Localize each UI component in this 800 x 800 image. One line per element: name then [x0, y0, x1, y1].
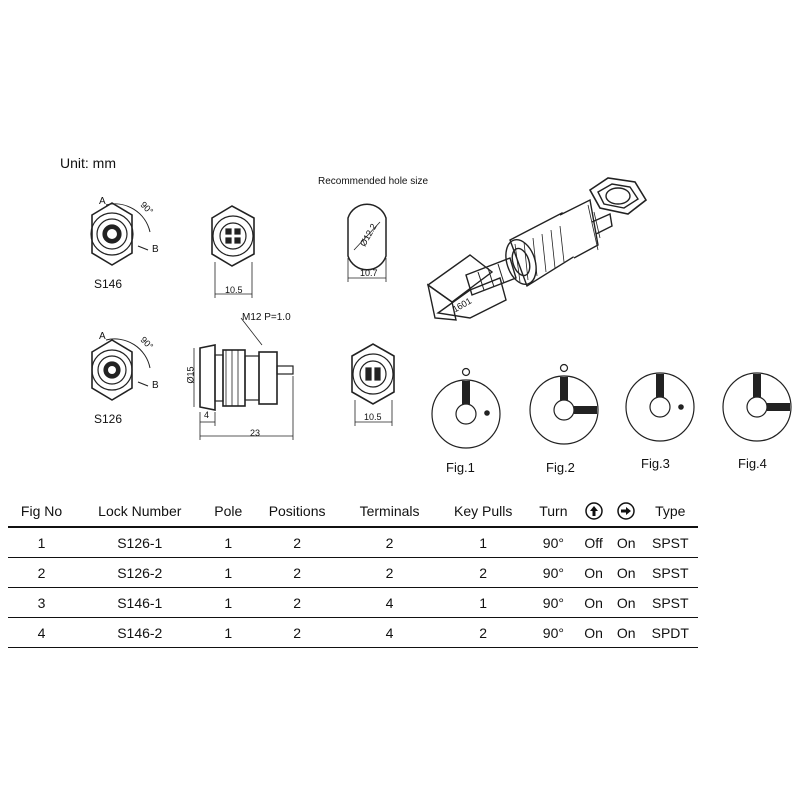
cell-terminals: 4: [342, 617, 437, 648]
cell-fig: 4: [8, 617, 76, 648]
s146-front-view: [90, 202, 151, 266]
fig-2-diagram: [529, 363, 599, 445]
cell-turn: 90°: [529, 557, 578, 588]
lock-illustration: [426, 177, 648, 321]
header-key-pulls: Key Pulls: [436, 496, 530, 528]
cell-up: On: [577, 557, 610, 588]
cell-pole: 1: [204, 587, 252, 618]
cell-up: On: [577, 587, 610, 618]
dim-dia-side: Ø15: [185, 366, 196, 384]
cell-terminals: 2: [342, 527, 437, 558]
header-positions: Positions: [252, 496, 343, 528]
mark-a-top: A: [99, 196, 106, 207]
cell-turn: 90°: [529, 617, 578, 648]
s126-front-view: [91, 338, 151, 401]
cell-key-pulls: 1: [436, 527, 530, 558]
dim-thread: M12 P=1.0: [242, 312, 291, 323]
fig-1-label: Fig.1: [446, 460, 475, 475]
cell-right: On: [609, 617, 643, 648]
cell-positions: 2: [252, 527, 343, 558]
cell-lock: S126-1: [75, 527, 205, 558]
header-lock-number: Lock Number: [75, 496, 205, 528]
cell-type: SPST: [642, 557, 698, 588]
table-header-row: Fig No Lock Number Pole Positions Termin…: [8, 496, 698, 528]
cell-lock: S146-2: [75, 617, 205, 648]
dim-flange: 4: [204, 410, 210, 420]
header-turn: Turn: [529, 496, 578, 528]
cell-type: SPDT: [642, 617, 698, 648]
cell-key-pulls: 1: [436, 587, 530, 618]
header-fig-no: Fig No: [8, 496, 76, 528]
cell-terminals: 2: [342, 557, 437, 588]
cell-turn: 90°: [529, 527, 578, 558]
cell-lock: S126-2: [75, 557, 205, 588]
cell-pole: 1: [204, 557, 252, 588]
cell-pole: 1: [204, 527, 252, 558]
fig-3-label: Fig.3: [641, 456, 670, 471]
cell-key-pulls: 2: [436, 617, 530, 648]
header-terminals: Terminals: [342, 496, 437, 528]
cell-right: On: [609, 587, 643, 618]
cell-turn: 90°: [529, 587, 578, 618]
cell-up: Off: [577, 527, 610, 558]
cell-positions: 2: [252, 617, 343, 648]
s126-side-view: [193, 317, 294, 440]
header-right-position: [609, 496, 643, 528]
mark-b-top: B: [152, 244, 159, 255]
cell-fig: 3: [8, 587, 76, 618]
cell-positions: 2: [252, 587, 343, 618]
dim-width-back: 10.5: [364, 412, 382, 422]
dim-length: 23: [250, 428, 261, 438]
spec-table: Fig No Lock Number Pole Positions Termin…: [8, 496, 698, 648]
fig-1-diagram: [431, 367, 501, 449]
header-pole: Pole: [204, 496, 252, 528]
unit-label: Unit: mm: [60, 155, 116, 171]
model-s146: S146: [94, 277, 123, 291]
cell-fig: 1: [8, 527, 76, 558]
mark-b-bottom: B: [152, 380, 159, 391]
cell-right: On: [609, 557, 643, 588]
model-s126: S126: [94, 412, 123, 426]
cell-key-pulls: 2: [436, 557, 530, 588]
fig-4-label: Fig.4: [738, 456, 767, 471]
cell-fig: 2: [8, 557, 76, 588]
cell-type: SPST: [642, 527, 698, 558]
fig-4-diagram: [722, 372, 792, 442]
s146-back-view: [211, 205, 255, 298]
arrow-right-circle-icon: [617, 502, 635, 520]
cell-type: SPST: [642, 587, 698, 618]
mark-a-bottom: A: [99, 331, 106, 342]
cell-pole: 1: [204, 617, 252, 648]
cell-positions: 2: [252, 557, 343, 588]
dim-hole-width: 10.7: [360, 268, 378, 278]
arrow-up-circle-icon: [584, 502, 603, 520]
cell-lock: S146-1: [75, 587, 205, 618]
header-type: Type: [642, 496, 698, 528]
header-up-position: [577, 496, 610, 528]
fig-3-diagram: [625, 372, 695, 442]
cell-up: On: [577, 617, 610, 648]
dim-width-front: 10.5: [225, 285, 243, 295]
s126-back-view: [351, 343, 395, 426]
cell-right: On: [609, 527, 643, 558]
fig-2-label: Fig.2: [546, 460, 575, 475]
technical-drawing: [90, 177, 792, 449]
hole-size-title: Recommended hole size: [318, 176, 429, 187]
cell-terminals: 4: [342, 587, 437, 618]
hole-size-drawing: [347, 203, 387, 282]
